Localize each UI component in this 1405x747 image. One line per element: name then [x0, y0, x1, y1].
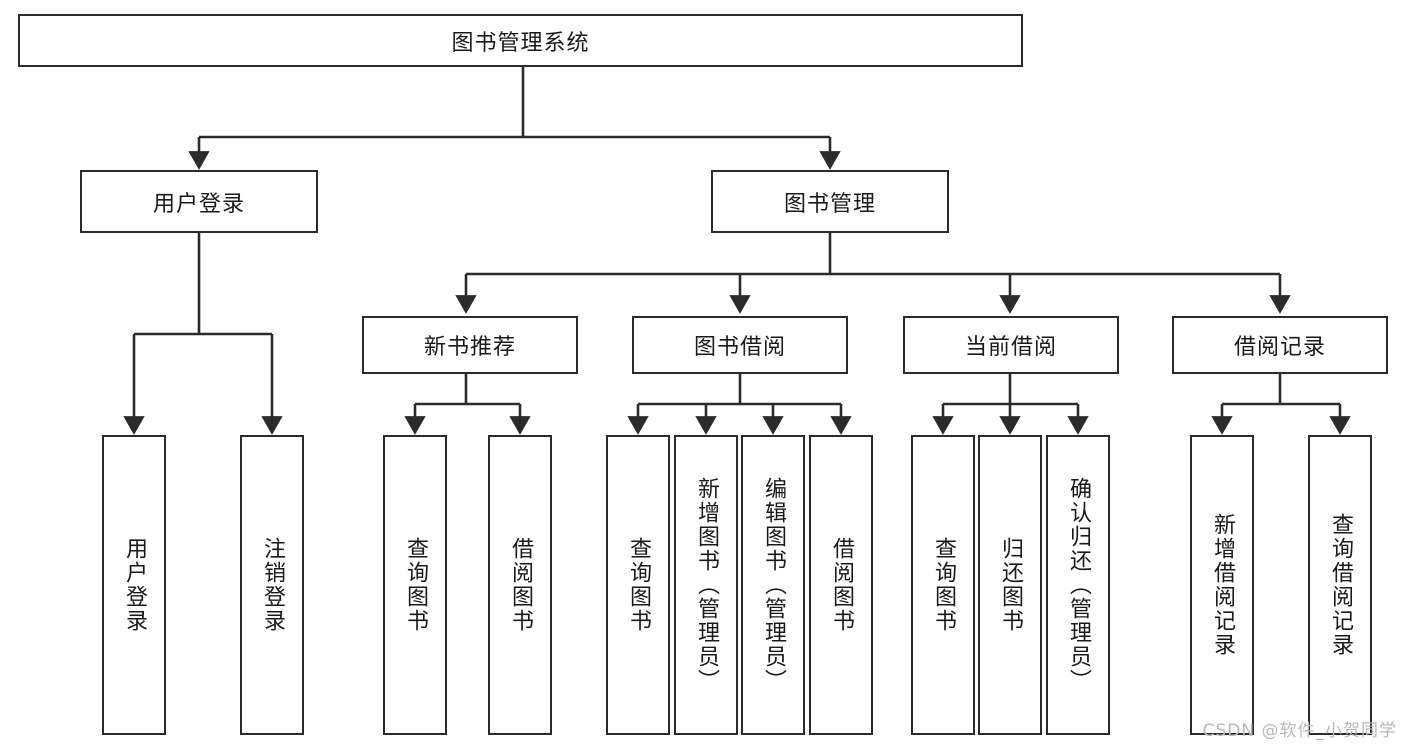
node-label: 当前借阅: [964, 335, 1057, 360]
leaf-user-login[interactable]: 用户登录: [102, 435, 166, 735]
node-label: 用户登录: [121, 537, 147, 633]
node-label: 查询图书: [930, 537, 956, 633]
node-label: 归还图书: [997, 537, 1023, 633]
node-user-login[interactable]: 用户登录: [80, 170, 318, 233]
node-label: 借阅图书: [507, 537, 533, 633]
leaf-add-book[interactable]: 新增图书（管理员）: [674, 435, 738, 735]
node-current-borrow[interactable]: 当前借阅: [903, 316, 1119, 374]
leaf-add-borrow-record[interactable]: 新增借阅记录: [1190, 435, 1254, 735]
node-label: 借阅图书: [828, 537, 854, 633]
node-label: 查询借阅记录: [1327, 513, 1353, 657]
node-book-manage[interactable]: 图书管理: [711, 170, 949, 233]
node-label: 编辑图书（管理员）: [760, 477, 786, 693]
leaf-return-book[interactable]: 归还图书: [978, 435, 1042, 735]
leaf-confirm-return[interactable]: 确认归还（管理员）: [1046, 435, 1110, 735]
node-label: 图书管理: [783, 191, 876, 217]
leaf-borrow-book[interactable]: 借阅图书: [809, 435, 873, 735]
node-label: 图书借阅: [693, 335, 786, 360]
leaf-user-logout[interactable]: 注销登录: [240, 435, 304, 735]
node-label: 新书推荐: [423, 335, 516, 360]
node-label: 查询图书: [625, 537, 651, 633]
node-label: 确认归还（管理员）: [1065, 477, 1091, 693]
node-new-book-recommend[interactable]: 新书推荐: [362, 316, 578, 374]
leaf-query-book-current[interactable]: 查询图书: [911, 435, 975, 735]
node-label: 图书管理系统: [451, 30, 590, 56]
node-borrow-record[interactable]: 借阅记录: [1172, 316, 1388, 374]
node-label: 借阅记录: [1233, 335, 1326, 360]
node-label: 查询图书: [402, 537, 428, 633]
leaf-edit-book[interactable]: 编辑图书（管理员）: [741, 435, 805, 735]
node-label: 新增图书（管理员）: [693, 477, 719, 693]
leaf-query-borrow-record[interactable]: 查询借阅记录: [1308, 435, 1372, 735]
node-book-borrow[interactable]: 图书借阅: [632, 316, 848, 374]
leaf-query-book-recommend[interactable]: 查询图书: [383, 435, 447, 735]
csdn-watermark: CSDN @软件_小贺同学: [1202, 721, 1397, 741]
node-label: 用户登录: [152, 191, 245, 217]
node-root-system[interactable]: 图书管理系统: [18, 14, 1023, 67]
node-label: 注销登录: [259, 537, 285, 633]
leaf-query-book-borrow[interactable]: 查询图书: [606, 435, 670, 735]
leaf-borrow-book-recommend[interactable]: 借阅图书: [488, 435, 552, 735]
node-label: 新增借阅记录: [1209, 513, 1235, 657]
